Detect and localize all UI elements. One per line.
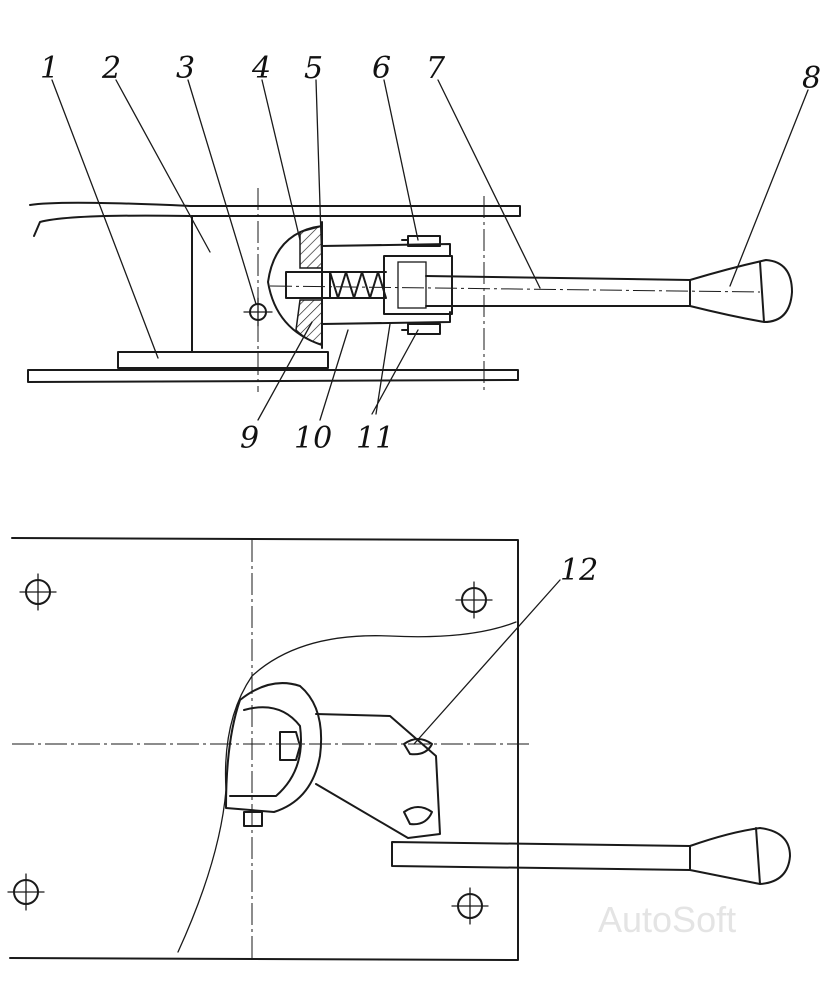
plan-knob (689, 827, 791, 885)
linkage-arm (315, 713, 441, 839)
link-bolt-upper (403, 738, 433, 756)
callout-5: 5 (304, 51, 323, 86)
spring (329, 271, 387, 299)
callout-10: 10 (294, 421, 332, 456)
leader-lines-top (51, 79, 809, 421)
floor-plate-outline (9, 537, 519, 961)
housing-inner (229, 706, 302, 797)
callout-2: 2 (101, 51, 121, 86)
plan-view (7, 537, 791, 962)
link-bolt-lower (403, 806, 433, 826)
watermark: AutoSoft (598, 899, 736, 940)
lower-nut (243, 811, 263, 827)
mounting-holes (7, 573, 493, 925)
callout-1: 1 (40, 51, 59, 86)
callout-9: 9 (240, 421, 259, 456)
callout-6: 6 (372, 51, 391, 86)
housing-ring (225, 682, 323, 813)
callout-8: 8 (802, 61, 821, 96)
axis-horizontal (269, 285, 761, 293)
bolt-upper (401, 235, 441, 247)
callout-labels: 1 2 3 4 5 6 7 8 9 10 11 12 (40, 51, 821, 588)
knob (689, 259, 793, 323)
bracket (191, 215, 323, 353)
pivot-pin (279, 731, 301, 761)
callout-4: 4 (251, 51, 271, 86)
callout-7: 7 (426, 51, 446, 86)
side-section-view (27, 188, 793, 392)
base-plate (117, 351, 329, 369)
callout-11: 11 (356, 421, 394, 456)
fork-upper-arm (321, 243, 451, 257)
lever-rod (425, 275, 691, 307)
bolt-lower (401, 323, 441, 335)
fork-lower-arm (321, 311, 451, 325)
leader-12 (413, 579, 561, 745)
clevis-inner (397, 261, 427, 309)
upper-panel (29, 201, 521, 237)
lower-panel (27, 369, 519, 383)
callout-12: 12 (560, 553, 598, 588)
callout-3: 3 (176, 51, 195, 86)
plan-lever-rod (391, 841, 691, 871)
boot-outline (177, 621, 517, 953)
ball-pin (285, 271, 331, 299)
clevis (383, 255, 453, 315)
